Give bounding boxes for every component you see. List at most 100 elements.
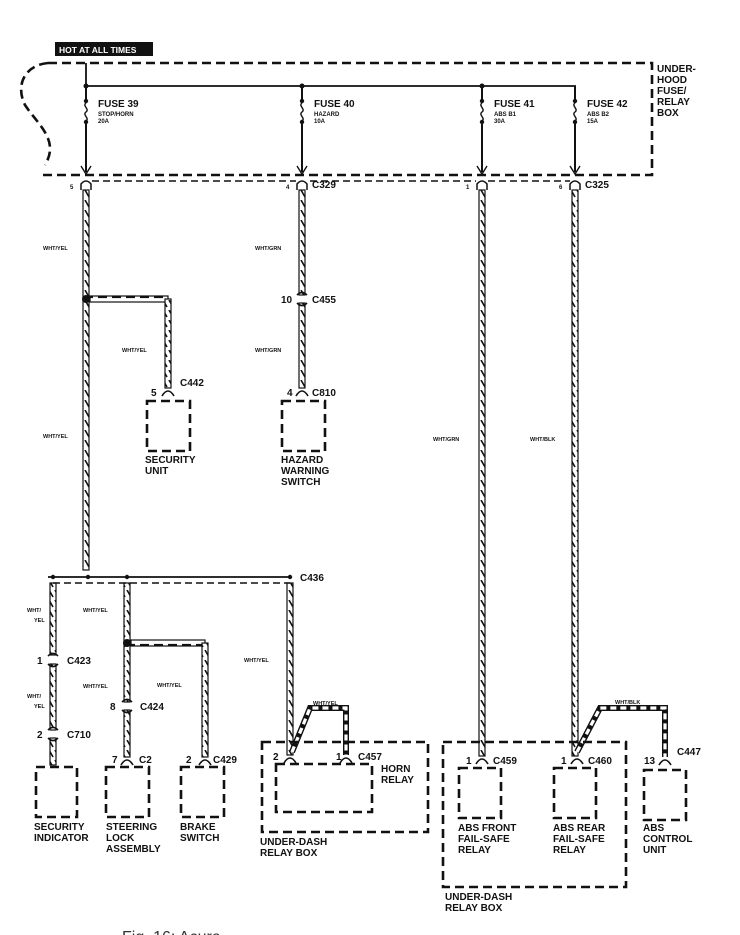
connector-id: C423 [67,656,91,667]
fuse-circuit: ABS B1 [494,112,517,118]
connector-id: C447 [677,747,701,758]
connector-c460-icon [570,758,584,765]
wire-color-label: WHT/BLK [530,437,555,443]
connector-pin: 6 [559,185,563,191]
wire-color-label: WHT/YEL [43,246,68,252]
horn-relay-label: HORN [381,764,410,775]
wire-security-indicator-a [49,582,57,656]
connector-id: C459 [493,756,517,767]
connector-c423-icon [47,652,59,668]
connector-id: C455 [312,295,336,306]
steering-lock-label: LOCK [106,833,135,844]
connector-c810-icon [295,390,309,397]
steering-lock-label: ASSEMBLY [106,844,161,855]
connector-pin: 2 [273,752,279,763]
underdash-relay-box-label: UNDER-DASH [260,837,327,848]
fuse-name: FUSE 40 [314,99,355,110]
connector-id: C325 [585,180,609,191]
abs-rear-relay-label: RELAY [553,845,586,856]
connector-arrow-icon [80,165,92,176]
connector-c429-icon [198,759,212,766]
svg-text:FUSE/: FUSE/ [657,86,687,97]
abs-rear-relay-label: FAIL-SAFE [553,834,605,845]
connector-pin: 5 [151,388,157,399]
connector-c457-pin1-icon [339,757,353,764]
fuse-rating: 20A [98,119,110,125]
security-unit-label: SECURITY [145,455,196,466]
fuse-circuit: ABS B2 [587,112,610,118]
svg-text:HOOD: HOOD [657,75,687,86]
connector-id: C329 [312,180,336,191]
fuse-circuit: STOP/HORN [98,112,134,118]
security-unit-box [145,399,192,453]
power-label: HOT AT ALL TIMES [59,45,137,55]
abs-front-relay-box [457,766,503,820]
wire-color-label: WHT/YEL [43,434,68,440]
fuse-symbol-icon [84,102,88,122]
abs-front-relay-label: FAIL-SAFE [458,834,510,845]
connector-id: C442 [180,378,204,389]
svg-text:RELAY: RELAY [657,97,690,108]
connector-c710-icon [47,726,59,742]
connector-pin: 2 [186,755,192,766]
underdash-relay-box-abs [441,740,628,889]
fuse-name: FUSE 42 [587,99,628,110]
wire-color-label: WHT/YEL [313,701,338,707]
connector-c424-icon [121,698,133,714]
connector-pin: 1 [336,752,342,763]
wire-security-indicator-b [49,663,57,731]
steering-lock-label: STEERING [106,822,157,833]
fuse-symbol-icon [573,102,577,122]
horn-relay-label: RELAY [381,775,414,786]
wire-color-label: WHT/ [27,608,42,614]
fuse-name: FUSE 41 [494,99,535,110]
wire-color-label: WHT/GRN [433,437,459,443]
connector-arrow-icon [476,165,488,176]
wire-color-label: WHT/GRN [255,246,281,252]
wire-color-label: WHT/YEL [83,684,108,690]
wire-steering-b [123,709,131,758]
connector-id: C710 [67,730,91,741]
wire-color-label: YEL [34,618,45,624]
brake-switch-label: SWITCH [180,833,219,844]
wire-color-label: WHT/YEL [122,348,147,354]
brake-switch-label: BRAKE [180,822,216,833]
connector-c447-icon [658,759,672,766]
connector-pin: 13 [644,756,656,767]
figure-caption: Fig. 16: Acura [122,929,221,935]
connector-id: C436 [300,573,324,584]
wire-brake [201,642,209,758]
connector-id: C429 [213,755,237,766]
abs-control-unit-label: ABS [643,823,664,834]
connector-c459-icon [475,758,489,765]
abs-front-relay-label: ABS FRONT [458,823,516,834]
underdash-relay-box-label: UNDER-DASH [445,892,512,903]
underdash-relay-box-horn [260,740,430,834]
connector-c457-pin2-icon [283,757,297,764]
abs-rear-relay-label: ABS REAR [553,823,606,834]
connector-c442-icon [161,390,175,397]
wire-color-label: WHT/YEL [244,658,269,664]
wire-fuse41 [478,189,486,757]
underdash-relay-box-label: RELAY BOX [445,903,503,914]
connector-pin: 8 [110,702,116,713]
connector-c455-icon [296,291,308,307]
connector-arrow-icon [296,165,308,176]
wire-fuse40-b [298,302,306,389]
connector-id: C460 [588,756,612,767]
power-bus [85,63,576,100]
wire-fuse42 [571,189,579,757]
steering-lock-box [104,765,151,819]
connector-id: C457 [358,752,382,763]
connector-pin: 1 [466,756,472,767]
security-indicator-label: INDICATOR [34,833,89,844]
connector-pin: 2 [37,730,43,741]
connector-pin: 10 [281,295,293,306]
hazard-warning-switch-box [280,399,327,453]
fuse-rating: 30A [494,119,506,125]
connector-pin: 7 [112,755,118,766]
